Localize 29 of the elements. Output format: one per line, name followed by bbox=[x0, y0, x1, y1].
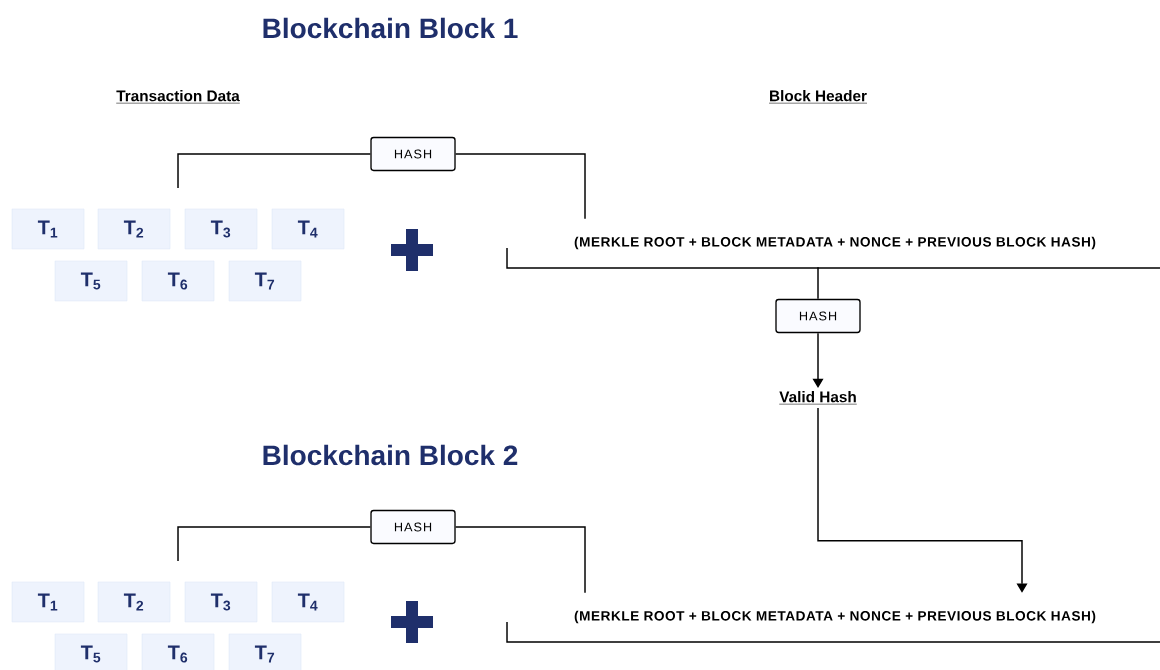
connector-line bbox=[177, 526, 372, 562]
transaction-box: T$_{2}$ bbox=[97, 581, 171, 623]
result-label: Valid Hash bbox=[778, 391, 858, 405]
transaction-box: T$_{1}$ bbox=[11, 208, 85, 250]
transaction-box: T$_{4}$ bbox=[271, 581, 345, 623]
hash-box: HASH bbox=[775, 298, 861, 334]
transaction-box: T$_{7}$ bbox=[228, 260, 302, 302]
block-title: Blockchain Block 1 bbox=[263, 17, 518, 39]
transaction-box: T$_{7}$ bbox=[228, 633, 302, 670]
transaction-box: T$_{3}$ bbox=[184, 581, 258, 623]
section-heading: Transaction Data bbox=[115, 90, 241, 104]
connector-line bbox=[454, 526, 586, 594]
transaction-box: T$_{6}$ bbox=[141, 633, 215, 670]
transaction-box: T$_{6}$ bbox=[141, 260, 215, 302]
transaction-box: T$_{5}$ bbox=[54, 633, 128, 670]
transaction-box: T$_{2}$ bbox=[97, 208, 171, 250]
hash-box: HASH bbox=[370, 509, 456, 545]
transaction-box: T$_{4}$ bbox=[271, 208, 345, 250]
transaction-box: T$_{1}$ bbox=[11, 581, 85, 623]
hash-box: HASH bbox=[370, 136, 456, 172]
section-heading: Block Header bbox=[768, 90, 868, 104]
connector-line bbox=[177, 153, 372, 189]
connector-line bbox=[454, 153, 586, 220]
formula-text: (MERKLE ROOT + BLOCK METADATA + NONCE + PREVIOUS BLOCK HASH) bbox=[574, 236, 1096, 250]
formula-text: (MERKLE ROOT + BLOCK METADATA + NONCE + PREVIOUS BLOCK HASH) bbox=[574, 610, 1096, 624]
transaction-box: T$_{5}$ bbox=[54, 260, 128, 302]
block-title: Blockchain Block 2 bbox=[263, 444, 518, 466]
transaction-box: T$_{3}$ bbox=[184, 208, 258, 250]
connector-line bbox=[817, 266, 819, 300]
